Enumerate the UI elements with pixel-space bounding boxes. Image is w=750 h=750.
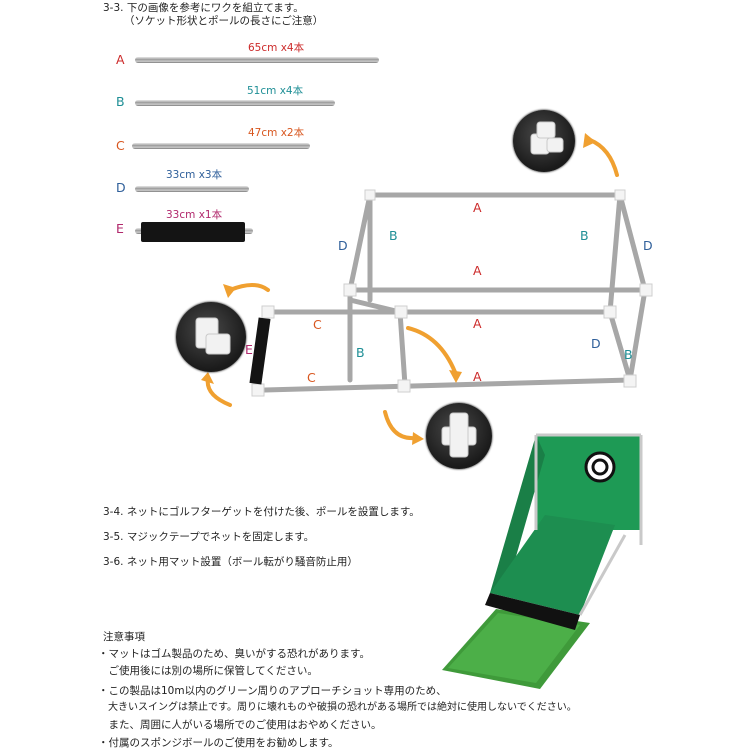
frame-label-d: D [643,238,653,253]
curved-arrow-icon [588,138,619,177]
part-letter-e: E [116,221,124,236]
pole-c [132,143,310,149]
curved-arrow-icon [406,326,457,374]
pole-a [135,57,379,63]
note-line: ご使用後には別の場所に保管してください。 [98,665,318,677]
frame-label-b: B [356,345,365,360]
frame-label-a: A [473,263,482,278]
step-3-4: 3-4. ネットにゴルフターゲットを付けた後、ポールを設置します。 [103,506,420,518]
frame-label-a: A [473,369,482,384]
notes-title: 注意事項 [103,631,145,643]
note-line: ・付属のスポンジボールのご使用をお勧めします。 [98,737,339,749]
part-label-c: 47cm x2本 [248,127,305,139]
part-letter-b: B [116,94,125,109]
part-letter-c: C [116,138,125,153]
part-label-b: 51cm x4本 [247,85,304,97]
step-3-6: 3-6. ネット用マット設置（ボール転がり騒音防止用） [103,556,358,568]
frame-label-b: B [580,228,589,243]
frame-label-b: B [389,228,398,243]
curved-arrow-icon [228,283,270,292]
product-photo [442,433,643,689]
note-line: 大きいスイングは禁止です。周りに壊れものや破損の恐れがある場所では絶対に使用しな… [98,702,577,713]
part-label-d: 33cm x3本 [166,169,223,181]
frame-label-b: B [624,347,633,362]
frame-label-e: E [245,342,253,357]
foam-sleeve [141,222,245,242]
part-letter-d: D [116,180,126,195]
frame-label-d: D [338,238,348,253]
four-way-socket-icon [426,403,492,469]
elbow-socket-icon [176,302,246,372]
curved-arrow-icon [383,410,417,441]
frame-label-a: A [473,316,482,331]
note-line: また、周囲に人がいる場所でのご使用はおやめください。 [98,719,382,731]
net [536,435,641,530]
part-letter-a: A [116,52,125,67]
target-icon [584,451,616,483]
frame-foam-bar [249,317,271,385]
frame-label-d: D [591,336,601,351]
note-line: ・この製品は10m以内のグリーン周りのアプローチショット専用のため、 [98,685,447,697]
part-label-a: 65cm x4本 [248,42,305,54]
pole-b [135,100,335,106]
section-heading: 3-3. 下の画像を参考にワクを組立てます。 [103,2,304,14]
step-3-5: 3-5. マジックテープでネットを固定します。 [103,531,315,543]
frame-label-a: A [473,200,482,215]
frame-label-c: C [313,317,322,332]
note-line: ・マットはゴム製品のため、臭いがする恐れがあります。 [98,648,370,660]
part-label-e: 33cm x1本 [166,209,223,221]
frame-label-c: C [307,370,316,385]
pole-d [135,186,249,192]
three-way-socket-icon [513,110,575,172]
section-subheading: （ソケット形状とポールの長さにご注意） [124,15,324,27]
